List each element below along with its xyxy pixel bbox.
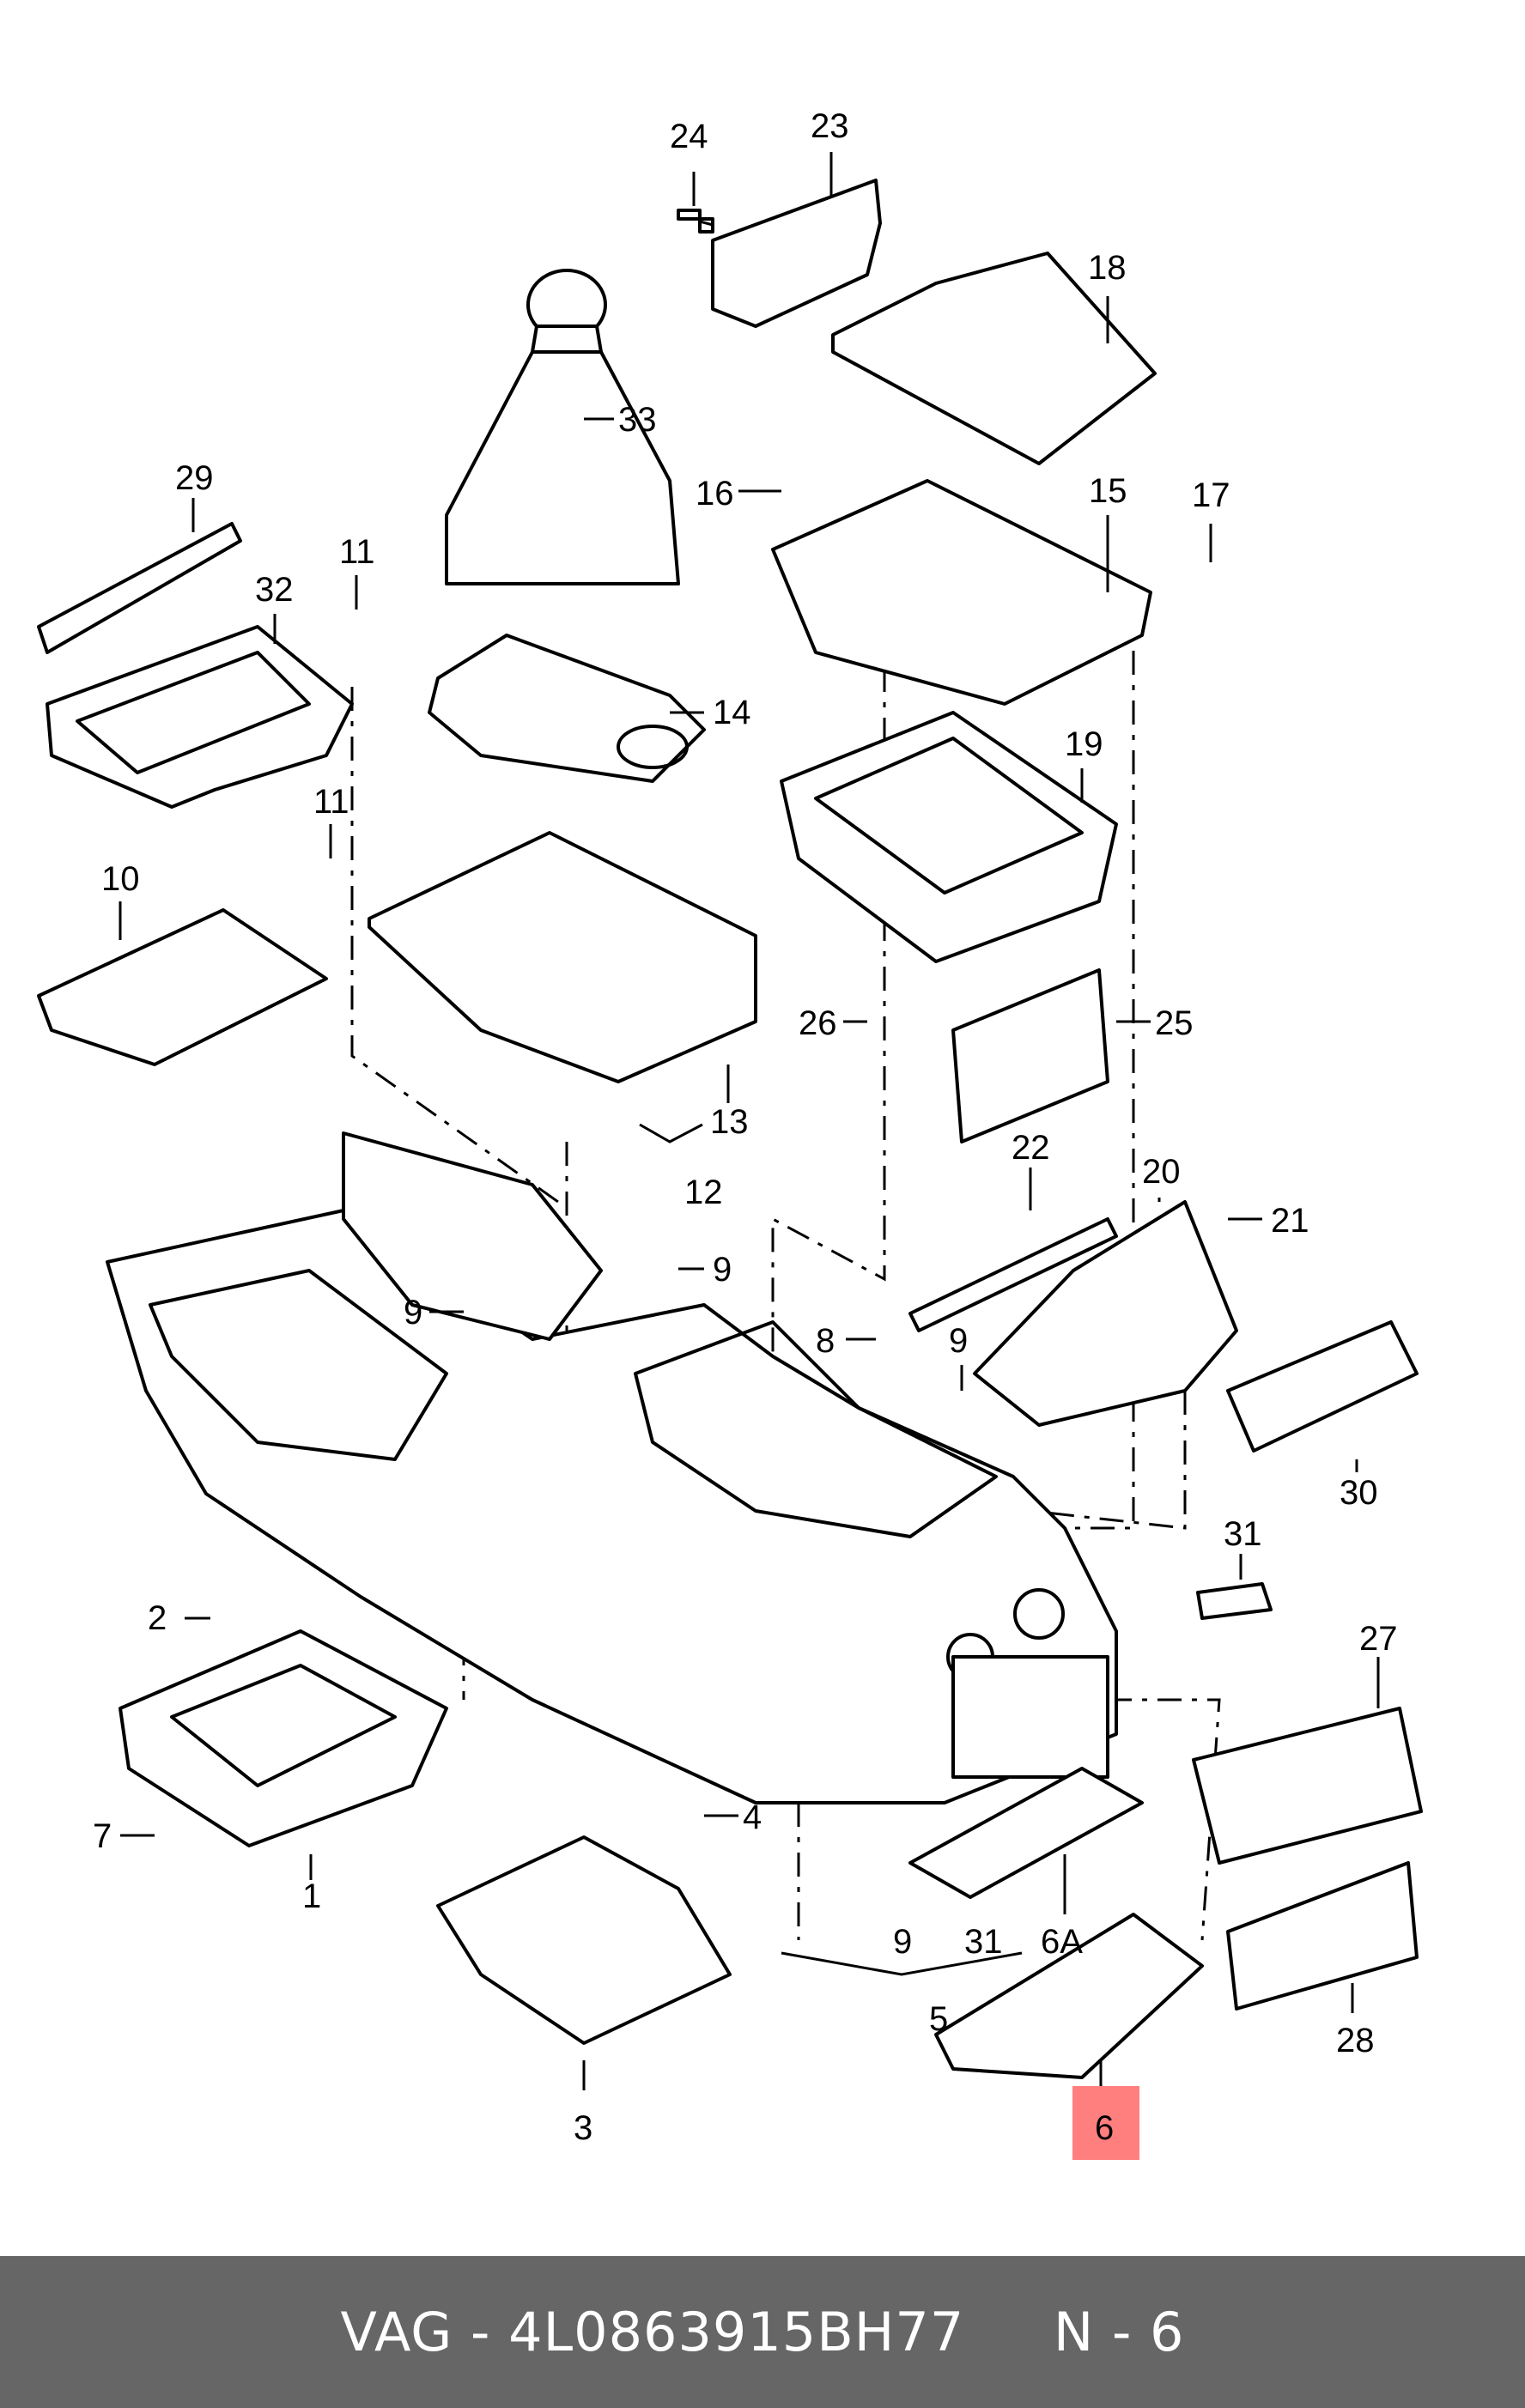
callout-28: 28 — [1336, 2022, 1375, 2059]
callout-9-c: 9 — [949, 1322, 968, 1360]
callout-15: 15 — [1089, 472, 1127, 510]
callout-7: 7 — [93, 1817, 112, 1855]
separator: - — [453, 2301, 509, 2363]
highlight-box-part-6 — [1072, 2086, 1139, 2160]
part-info-footer: VAG - 4L0863915BH77 N - 6 — [0, 2256, 1525, 2408]
part-31-cigarette-lighter — [1196, 1582, 1273, 1620]
brand-label: VAG — [340, 2301, 453, 2363]
callout-20: 20 — [1142, 1153, 1181, 1191]
callout-9-b: 9 — [404, 1294, 422, 1331]
part-20-vent-housing — [973, 1200, 1238, 1427]
callout-10: 10 — [101, 860, 140, 898]
part-30-air-vent — [1226, 1320, 1419, 1453]
part-6A-tray — [908, 1767, 1144, 1899]
callout-22: 22 — [1012, 1129, 1050, 1167]
leader-lines — [118, 152, 1380, 2103]
part-10-storage-pocket — [37, 908, 328, 1066]
callout-11-top: 11 — [339, 533, 375, 571]
center-console-body — [106, 1131, 1118, 1804]
callout-30: 30 — [1340, 1474, 1378, 1512]
exploded-parts-diagram: 24 23 18 33 16 15 17 29 11 32 14 19 11 1… — [37, 107, 1423, 2160]
part-25-bracket — [951, 968, 1109, 1143]
callout-6A: 6A — [1041, 1923, 1083, 1961]
callout-19: 19 — [1065, 725, 1103, 763]
part-28-switch-panel — [1226, 1861, 1419, 2011]
part-18-armrest-cover — [831, 252, 1157, 465]
callout-32: 32 — [255, 571, 294, 609]
callout-17: 17 — [1192, 476, 1230, 514]
part-33-gear-knob-boot — [445, 269, 680, 585]
part-19-storage-tray — [780, 711, 1118, 963]
part-number: 4L0863915BH77 — [508, 2301, 965, 2363]
callout-25: 25 — [1155, 1004, 1194, 1042]
callout-2: 2 — [148, 1599, 167, 1637]
callout-9-d: 9 — [893, 1923, 912, 1961]
part-1-mounting-frame — [118, 1629, 448, 1847]
part-14-gear-trim-frame — [428, 634, 706, 783]
part-24-screw — [677, 209, 714, 234]
callout-23: 23 — [811, 107, 849, 145]
callout-labels: 24 23 18 33 16 15 17 29 11 32 14 19 11 1… — [93, 107, 1398, 2147]
callout-6-highlighted: 6 — [1095, 2109, 1114, 2147]
callout-14: 14 — [713, 694, 751, 731]
callout-12: 12 — [684, 1174, 723, 1211]
callout-21: 21 — [1271, 1202, 1309, 1240]
part-6-storage-tray-highlighted — [934, 1913, 1204, 2079]
callout-16: 16 — [696, 475, 734, 513]
callout-31-right: 31 — [1224, 1515, 1262, 1553]
position-prefix: N - — [1053, 2301, 1151, 2363]
callout-11-lower: 11 — [313, 783, 349, 821]
part-27-storage-bin — [1192, 1707, 1423, 1865]
callout-3: 3 — [574, 2109, 592, 2147]
part-22-strip — [908, 1217, 1118, 1332]
part-3-shift-bracket — [436, 1835, 732, 2045]
callout-31-lower: 31 — [964, 1923, 1003, 1961]
callout-1: 1 — [302, 1877, 321, 1915]
callout-8: 8 — [816, 1322, 835, 1360]
part-32-switch-panel — [46, 625, 354, 809]
part-29-trim-strip — [37, 522, 242, 654]
callout-29: 29 — [175, 459, 214, 497]
callout-5: 5 — [929, 2000, 948, 2038]
spacer — [964, 2301, 1054, 2363]
callout-24: 24 — [670, 118, 708, 155]
callout-4: 4 — [743, 1798, 762, 1836]
callout-13: 13 — [710, 1103, 749, 1141]
part-23-bracket — [711, 179, 882, 328]
callout-18: 18 — [1088, 249, 1127, 287]
callout-27: 27 — [1359, 1620, 1398, 1658]
position-number: 6 — [1150, 2301, 1185, 2363]
callout-9-a: 9 — [713, 1251, 732, 1289]
callout-33: 33 — [618, 401, 657, 439]
part-12-console-trim-panel — [368, 831, 757, 1083]
callout-26: 26 — [799, 1004, 837, 1042]
part-15-armrest-box — [771, 479, 1152, 706]
